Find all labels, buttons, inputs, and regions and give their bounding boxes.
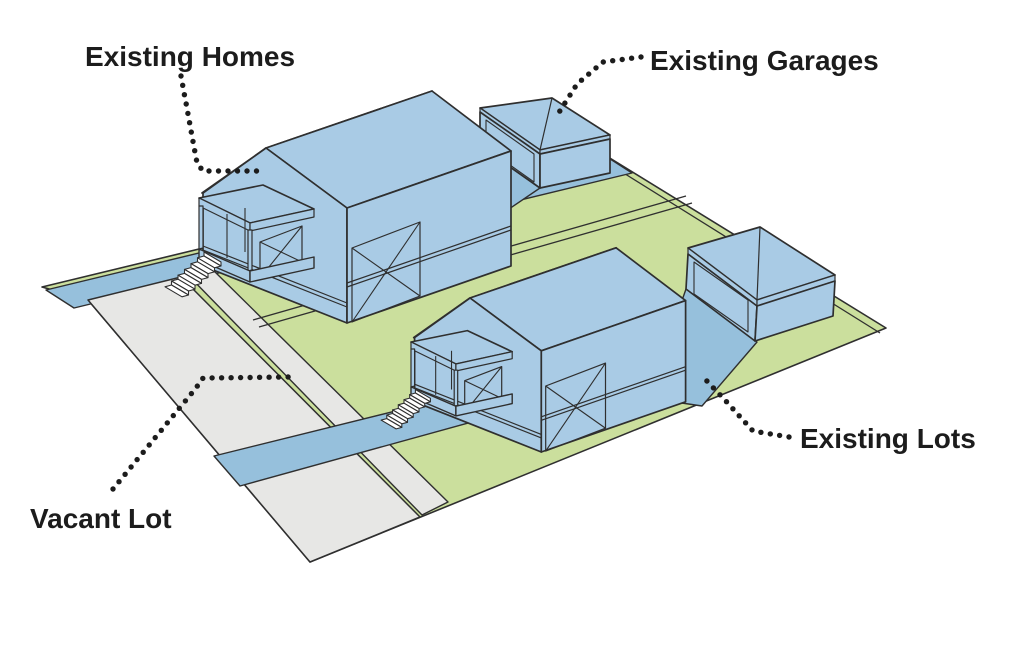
porch-post xyxy=(410,348,416,388)
step-tread xyxy=(380,418,403,430)
house-2 xyxy=(380,246,687,453)
garage-2 xyxy=(685,226,836,342)
porch-post xyxy=(453,369,459,407)
house-1 xyxy=(164,90,512,324)
label-existing-lots: Existing Lots xyxy=(800,423,976,454)
label-existing-homes: Existing Homes xyxy=(85,41,295,72)
side-wall xyxy=(346,150,512,324)
porch-post xyxy=(198,205,204,250)
label-existing-garages: Existing Garages xyxy=(650,45,879,76)
garage-wall xyxy=(539,138,611,189)
porch-post xyxy=(247,229,253,272)
step-tread xyxy=(164,284,190,298)
side-wall xyxy=(540,299,687,453)
porch-base xyxy=(249,256,315,283)
label-vacant-lot: Vacant Lot xyxy=(30,503,172,534)
porch-fascia xyxy=(455,351,513,372)
garage-wall xyxy=(754,280,836,342)
leader-dots xyxy=(110,54,792,492)
porch-base xyxy=(455,393,513,417)
labels: Existing Homes Existing Garages Vacant L… xyxy=(30,41,976,534)
garage-door xyxy=(693,261,749,333)
porch-fascia xyxy=(249,208,315,232)
garage-1 xyxy=(479,97,611,189)
